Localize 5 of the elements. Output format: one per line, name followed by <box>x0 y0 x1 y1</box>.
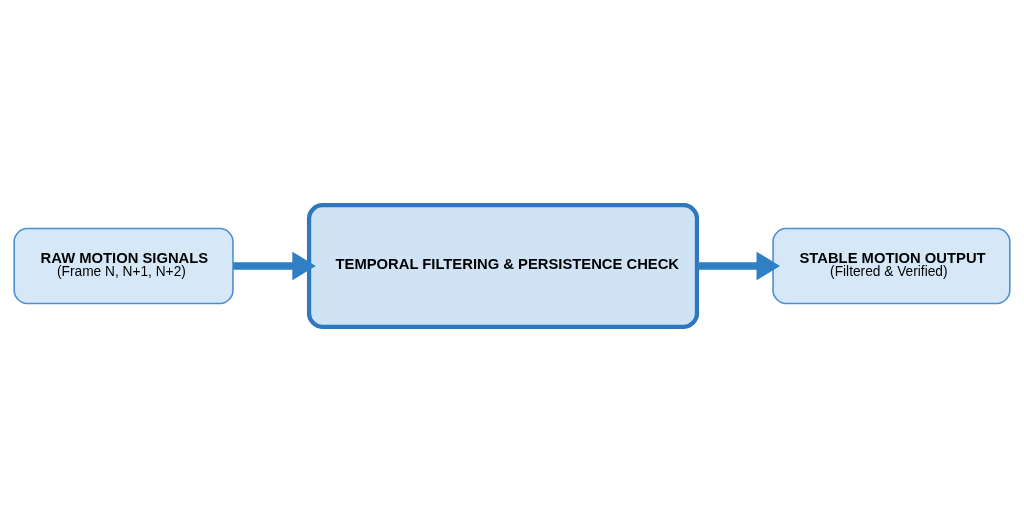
node-box: STABLE MOTION OUTPUT (Filtered & Verified) <box>772 227 1011 304</box>
arrow <box>697 251 780 280</box>
node-box: TEMPORAL FILTERING & PERSISTENCE CHECK <box>306 202 700 329</box>
node-box: RAW MOTION SIGNALS (Frame N, N+1, N+2) <box>13 227 234 304</box>
arrow <box>233 251 316 280</box>
